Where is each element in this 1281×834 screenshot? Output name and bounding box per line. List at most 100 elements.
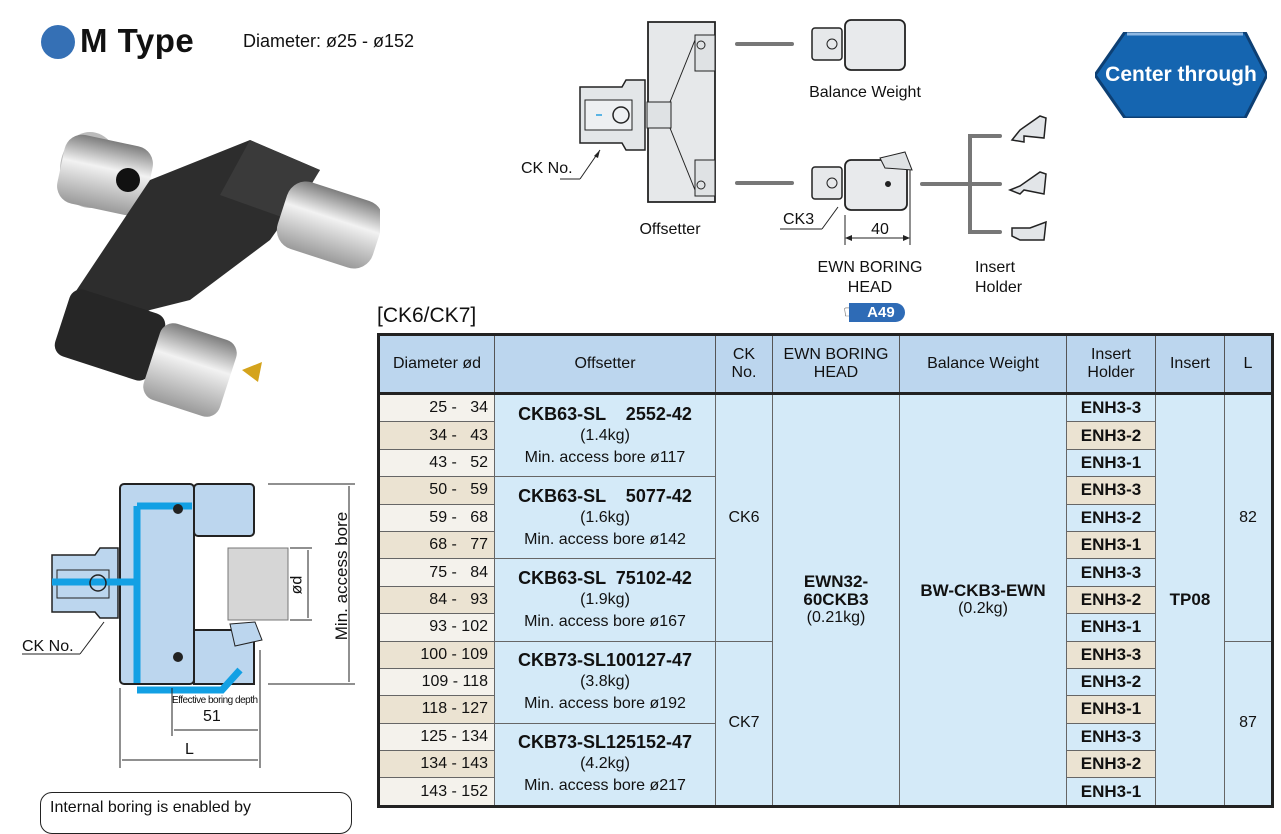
boring-head-weight: (0.21kg) [806, 608, 866, 626]
diameter-cell: 143 - 152 [378, 777, 495, 807]
offsetter-code: CKB63-SL 2552-42 [518, 403, 692, 424]
boring-head-label-2: HEAD [847, 279, 893, 296]
insert-holder-cell: ENH3-3 [1066, 558, 1156, 587]
offsetter-code: CKB63-SL 75102-42 [518, 567, 692, 588]
offsetter-cell: CKB73-SL125152-47 (4.2kg) Min. access bore… [494, 722, 716, 807]
min-access-bore-label: Min. access bore [332, 511, 351, 641]
center-through-label: Center through [1105, 63, 1257, 86]
offsetter-cell: CKB63-SL 2552-42(1.4kg)Min. access bore … [494, 391, 716, 478]
table-row: 50 - 59 CKB63-SL 5077-42 (1.6kg) Min. acces… [378, 476, 1273, 560]
offsetter-cell: CKB73-SL100127-47 (3.8kg) Min. access bore… [494, 640, 716, 724]
offsetter-weight: (4.2kg) [580, 755, 630, 773]
insert-cell: TP08 [1155, 392, 1225, 807]
diameter-cell: 100 - 109 [378, 640, 495, 669]
l-cell: 82 [1224, 392, 1273, 642]
offsetter-code: CKB73-SL125152-47 [517, 732, 693, 753]
insert-holder-cell: ENH3-2 [1066, 667, 1156, 697]
offsetter-code: CKB63-SL 5077-42 [518, 485, 692, 506]
offsetter-code: CKB73-SL100127-47 [517, 650, 693, 671]
product-photo [54, 132, 380, 417]
boring-head-label-1: EWN BORING [817, 259, 923, 276]
offsetter-label: Offsetter [639, 221, 701, 238]
insert-holder-cell: ENH3-3 [1066, 640, 1156, 669]
diameter-cell: 59 - 68 [378, 503, 495, 532]
table-row: 68 - 77 ENH3-1 [378, 530, 1273, 560]
table-row: 59 - 68 ENH3-2 [378, 503, 1273, 532]
offsetter-weight: (1.6kg) [580, 508, 630, 526]
diameter-cell: 50 - 59 [378, 476, 495, 505]
section-diagram [22, 483, 355, 768]
insert-holder-label-1: Insert [975, 259, 1016, 276]
diameter-cell: 84 - 93 [378, 585, 495, 615]
diameter-cell: 125 - 134 [378, 722, 495, 752]
ck3-label: CK3 [783, 211, 815, 228]
offsetter-cell: CKB63-SL 5077-42 (1.6kg) Min. access bore … [494, 476, 716, 560]
title-bullet-icon [41, 25, 75, 59]
insert-holder-cell: ENH3-1 [1066, 777, 1156, 807]
header-diameter: Diameter ød [378, 334, 495, 394]
insert-holder-cell: ENH3-2 [1066, 585, 1156, 615]
insert-holder-cell: ENH3-2 [1066, 503, 1156, 532]
ck-no-label-top: CK No. [521, 160, 573, 177]
balance-weight-label: Balance Weight [809, 84, 921, 101]
diameter-cell: 109 - 118 [378, 667, 495, 697]
diameter-cell: 134 - 143 [378, 750, 495, 779]
effective-depth-label: Effective boring depth [172, 695, 258, 706]
center-through-badge [1095, 32, 1267, 118]
table-row: 125 - 134 CKB73-SL125152-47 (4.2kg) Min. ac… [378, 722, 1273, 807]
diameter-cell: 118 - 127 [378, 695, 495, 724]
effective-depth-value: 51 [203, 708, 221, 725]
offsetter-weight: (3.8kg) [580, 673, 630, 691]
table-caption: [CK6/CK7] [377, 304, 477, 327]
balance-weight-cell: BW-CKB3-EWN(0.2kg) [899, 392, 1067, 807]
page-title: M Type [80, 22, 195, 59]
balance-weight-drawing [811, 19, 906, 71]
offsetter-min-bore: Min. access bore ø142 [524, 530, 686, 548]
od-label: ød [288, 575, 306, 595]
diameter-cell: 25 - 34 [378, 391, 495, 423]
table-row: 100 - 109 CKB73-SL100127-47 (3.8kg) Min. ac… [378, 640, 1273, 807]
diameter-cell: 75 - 84 [378, 558, 495, 587]
ck-no-cell: CK7 [715, 640, 773, 807]
header-balance-weight: Balance Weight [899, 334, 1067, 394]
insert-holder-cell: ENH3-1 [1066, 530, 1156, 560]
offsetter-weight: (1.9kg) [580, 590, 630, 608]
insert-holder-cell: ENH3-3 [1066, 391, 1156, 423]
balance-weight-weight: (0.2kg) [958, 599, 1008, 617]
offsetter-min-bore: Min. access bore ø117 [524, 448, 686, 466]
insert-holder-cell: ENH3-2 [1066, 750, 1156, 779]
insert-holder-cell: ENH3-1 [1066, 613, 1156, 642]
insert-holder-cell: ENH3-3 [1066, 722, 1156, 752]
assembly-diagram [560, 19, 1047, 245]
table-row: 118 - 127 ENH3-1 [378, 695, 1273, 724]
insert-holder-cell: ENH3-3 [1066, 476, 1156, 505]
insert-holder-cell: ENH3-1 [1066, 695, 1156, 724]
insert-holder-label-2: Holder [975, 279, 1023, 296]
length-label: L [185, 741, 194, 758]
diameter-range: Diameter: ø25 - ø152 [243, 31, 415, 51]
diameter-cell: 68 - 77 [378, 530, 495, 560]
insert-holder-cell: ENH3-1 [1066, 448, 1156, 478]
boring-head-cell: EWN32-60CKB3(0.21kg) [772, 392, 900, 807]
page-ref-label: A49 [849, 303, 905, 322]
note-text: Internal boring is enabled by [50, 799, 252, 816]
offsetter-drawing [579, 21, 716, 203]
dimension-40: 40 [871, 221, 889, 238]
header-offsetter: Offsetter [494, 334, 716, 394]
header-insert: Insert [1155, 334, 1225, 394]
offsetter-min-bore: Min. access bore ø217 [524, 777, 686, 795]
balance-weight-code: BW-CKB3-EWN [920, 580, 1046, 600]
l-cell: 87 [1224, 640, 1273, 807]
offsetter-min-bore: Min. access bore ø192 [524, 695, 686, 713]
offsetter-cell: CKB63-SL 75102-42(1.9kg)Min. access bore… [494, 558, 716, 642]
boring-head-drawing [780, 151, 913, 245]
page-reference-link[interactable]: ☞A49 [843, 303, 905, 322]
boring-head-code-1: EWN32- [803, 571, 869, 591]
